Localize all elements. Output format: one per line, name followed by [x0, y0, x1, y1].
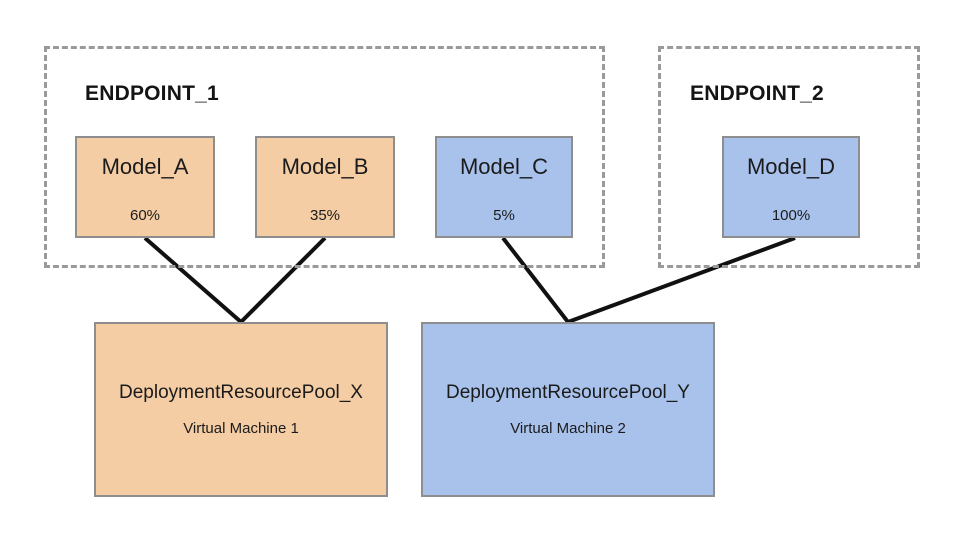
model-b-name: Model_B [281, 154, 369, 179]
model-a-name: Model_A [101, 154, 189, 179]
model-a-traffic-split: 60% [129, 207, 161, 224]
pool-y-name: DeploymentResourcePool_Y [446, 382, 690, 403]
model-box-model-b[interactable]: Model_B 35% [255, 136, 395, 238]
model-d-name: Model_D [746, 154, 836, 179]
pool-box-deployment-resource-pool-y[interactable]: DeploymentResourcePool_Y Virtual Machine… [421, 322, 715, 497]
pool-x-machine: Virtual Machine 1 [183, 420, 299, 437]
pool-x-name: DeploymentResourcePool_X [119, 382, 363, 403]
pool-y-machine: Virtual Machine 2 [510, 420, 626, 437]
pool-box-deployment-resource-pool-x[interactable]: DeploymentResourcePool_X Virtual Machine… [94, 322, 388, 497]
model-b-traffic-split: 35% [309, 207, 341, 224]
endpoint-2-label: ENDPOINT_2 [690, 82, 824, 105]
model-c-traffic-split: 5% [493, 207, 515, 224]
endpoint-1-label: ENDPOINT_1 [85, 82, 219, 105]
model-c-name: Model_C [459, 154, 549, 179]
model-box-model-d[interactable]: Model_D 100% [722, 136, 860, 238]
model-d-traffic-split: 100% [771, 207, 811, 224]
model-box-model-c[interactable]: Model_C 5% [435, 136, 573, 238]
model-box-model-a[interactable]: Model_A 60% [75, 136, 215, 238]
